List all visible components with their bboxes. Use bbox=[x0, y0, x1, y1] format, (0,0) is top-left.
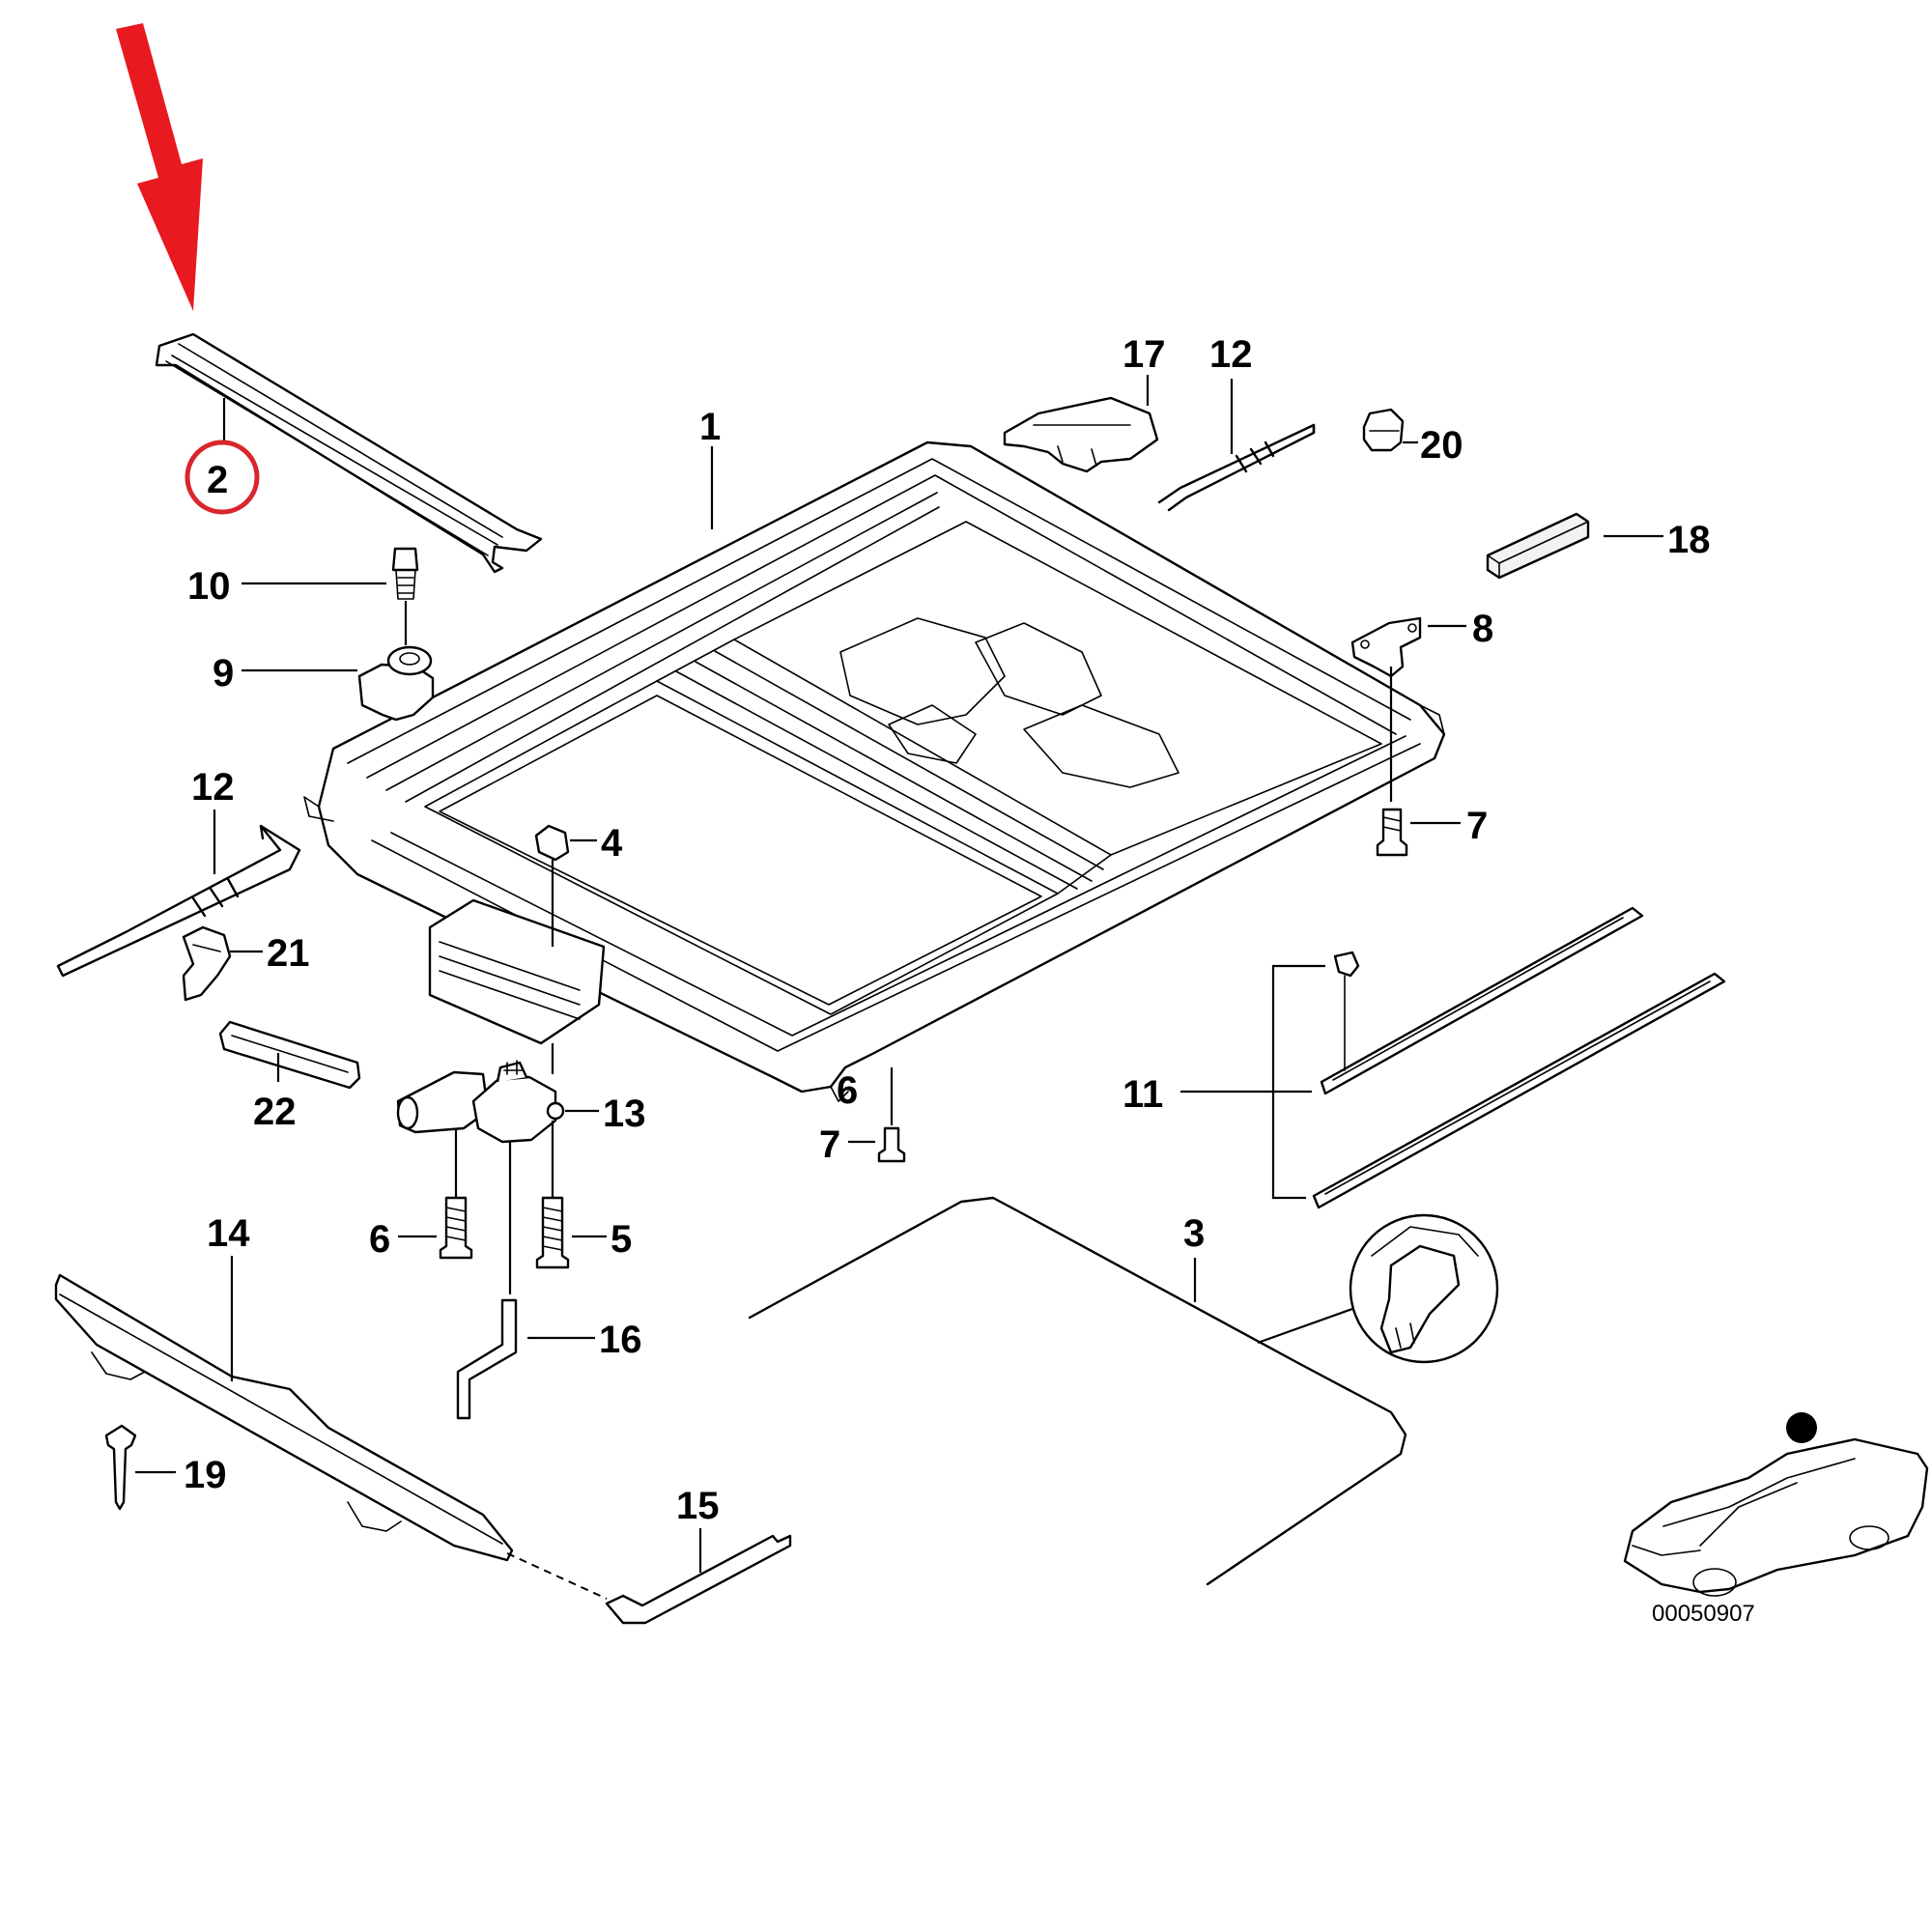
part-3-glass-panel bbox=[748, 1196, 1407, 1586]
seal-detail-inset bbox=[1349, 1213, 1499, 1364]
callout-12-left: 12 bbox=[191, 766, 235, 809]
part-14-headliner bbox=[54, 1273, 514, 1562]
dashed-connector bbox=[506, 1552, 608, 1600]
highlight-circle bbox=[185, 440, 260, 515]
part-21-clip bbox=[182, 925, 232, 1002]
part-1-sunroof-frame bbox=[303, 440, 1446, 1102]
part-17-bracket bbox=[1003, 396, 1159, 473]
callout-4: 4 bbox=[601, 822, 623, 865]
callout-13: 13 bbox=[603, 1093, 646, 1135]
callout-19: 19 bbox=[184, 1454, 227, 1496]
callout-7-right: 7 bbox=[1466, 805, 1488, 847]
part-12-drive-cable-top bbox=[1157, 423, 1316, 512]
part-6-screw bbox=[439, 1196, 473, 1260]
callout-7-front: 7 bbox=[819, 1123, 840, 1166]
callout-9: 9 bbox=[213, 652, 234, 695]
part-22-strap bbox=[218, 1020, 361, 1090]
part-2-deflector-strip bbox=[155, 332, 543, 574]
callout-14: 14 bbox=[207, 1212, 250, 1255]
callout-22: 22 bbox=[253, 1091, 297, 1133]
part-10-screw bbox=[391, 547, 419, 600]
part-7-screw-front bbox=[877, 1126, 906, 1163]
part-4-clip bbox=[534, 824, 570, 862]
part-13-motor bbox=[396, 1060, 565, 1144]
red-arrow-highlight bbox=[116, 23, 203, 311]
callout-18: 18 bbox=[1667, 519, 1711, 561]
red-arrow-icon bbox=[116, 23, 203, 311]
callout-20: 20 bbox=[1420, 424, 1463, 467]
car-locator-icon bbox=[1623, 1412, 1929, 1597]
callout-2: 2 bbox=[207, 459, 228, 501]
part-7-screw-right bbox=[1376, 808, 1408, 857]
leader-11-bracket bbox=[1271, 964, 1325, 1200]
callout-11: 11 bbox=[1122, 1073, 1163, 1116]
part-15-rear-bar bbox=[605, 1534, 792, 1625]
callout-16: 16 bbox=[599, 1319, 642, 1361]
part-5-screw bbox=[535, 1196, 570, 1269]
callout-5: 5 bbox=[611, 1218, 632, 1261]
callout-6: 6 bbox=[369, 1218, 390, 1261]
callout-17: 17 bbox=[1122, 333, 1166, 376]
part-8-guide-bracket bbox=[1350, 616, 1422, 678]
part-18-pad bbox=[1486, 512, 1590, 580]
leader-3-detail bbox=[1257, 1307, 1353, 1345]
callout-21: 21 bbox=[267, 932, 310, 975]
part-12-drive-cable-left bbox=[56, 824, 301, 978]
callout-3: 3 bbox=[1183, 1212, 1205, 1255]
part-9-bracket-block bbox=[357, 645, 435, 722]
callout-1: 1 bbox=[699, 406, 721, 448]
part-20-plug bbox=[1362, 408, 1405, 452]
part-19-push-pin bbox=[104, 1424, 137, 1511]
callout-10: 10 bbox=[187, 565, 231, 608]
reference-code: 00050907 bbox=[1652, 1601, 1755, 1627]
location-marker-icon bbox=[1786, 1412, 1817, 1443]
part-11-guide-rails bbox=[1312, 906, 1726, 1209]
part-16-crank-handle bbox=[456, 1298, 518, 1420]
callout-15: 15 bbox=[676, 1485, 720, 1527]
callout-6-small: 6 bbox=[837, 1069, 858, 1112]
callout-8: 8 bbox=[1472, 608, 1493, 650]
callout-12-top: 12 bbox=[1209, 333, 1253, 376]
